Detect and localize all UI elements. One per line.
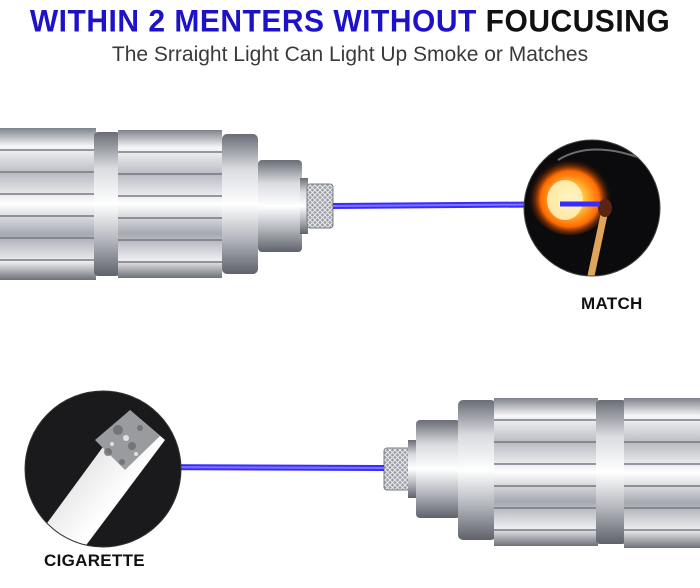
laser-pointer-top xyxy=(0,128,334,280)
subhead: The Srraight Light Can Light Up Smoke or… xyxy=(111,43,589,66)
headline: WITHIN 2 MENTERS WITHOUT FOUCUSING xyxy=(0,1,700,43)
headline-part-2: FOUCUSING xyxy=(485,4,671,39)
match-caption: MATCH xyxy=(581,294,643,313)
headline-part-1: WITHIN 2 MENTERS WITHOUT xyxy=(29,4,486,39)
match-inset xyxy=(523,139,661,277)
cigarette-caption: CIGARETTE xyxy=(44,551,145,570)
laser-pointer-bottom xyxy=(383,398,700,548)
